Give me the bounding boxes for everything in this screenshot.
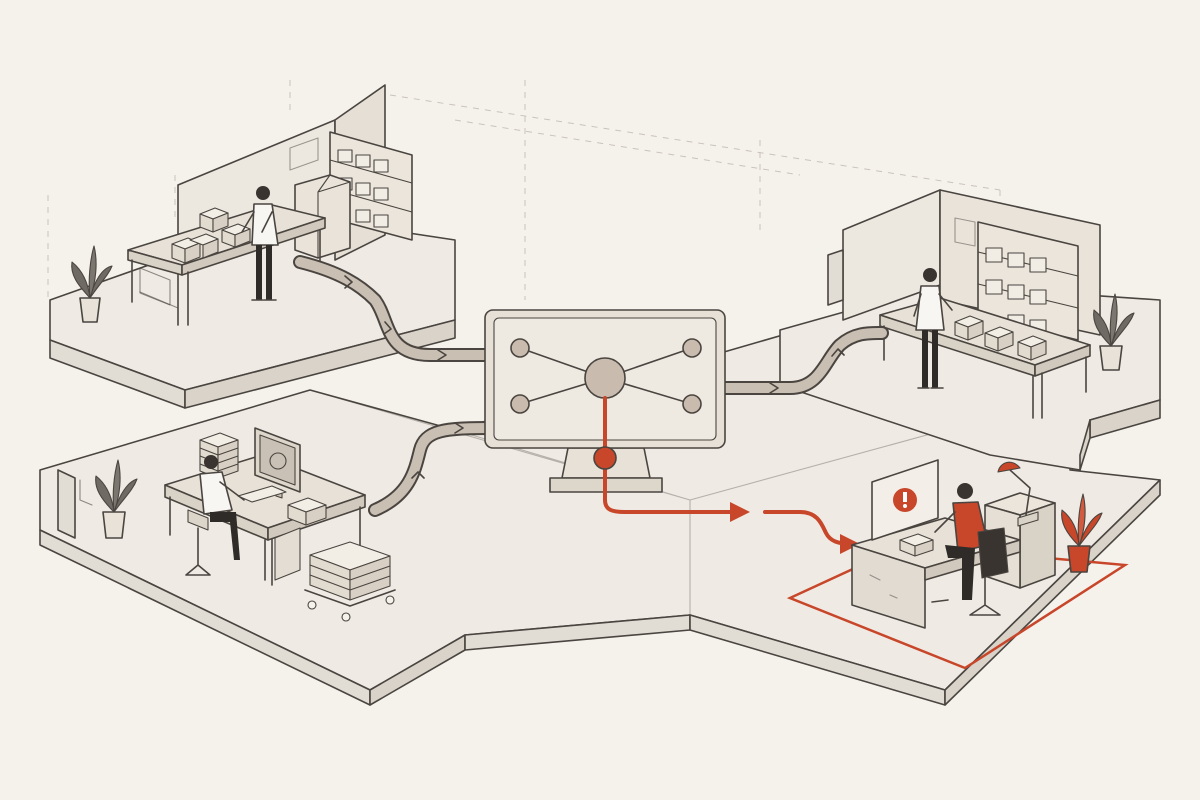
alert-path-segment-2 — [763, 510, 860, 554]
potted-plant-icon — [1061, 493, 1103, 573]
potted-plant-icon — [71, 245, 113, 323]
package-box-icon — [171, 207, 251, 264]
alert-flow — [593, 396, 860, 554]
pipe-packing-top-left-to-hub — [295, 257, 495, 360]
desk-lamp — [997, 461, 1039, 527]
person-icon — [185, 455, 245, 576]
monitor — [237, 427, 301, 503]
potted-plant-icon — [95, 459, 138, 539]
alert-origin-node — [593, 446, 617, 470]
network-hub-icon — [510, 338, 702, 414]
person-icon — [913, 268, 953, 389]
potted-plant-icon — [1093, 293, 1135, 371]
paper-stack — [199, 432, 327, 526]
shelf-unit — [977, 221, 1079, 341]
pipe-hub-to-packing-top-right — [717, 327, 887, 393]
pipe-desk-bottom-left-to-hub — [370, 423, 495, 515]
station-desk-bottom-right — [786, 459, 1129, 670]
station-desk-bottom-left — [57, 427, 396, 622]
alert-monitor — [871, 459, 939, 541]
station-packing-top-left — [71, 84, 413, 326]
storage-cart — [304, 541, 396, 622]
exclamation-alert-icon — [893, 488, 917, 512]
person-icon — [931, 483, 1009, 616]
central-hub — [484, 309, 726, 493]
flow-pipes — [293, 255, 889, 517]
office-chair — [977, 527, 1009, 579]
person-icon — [241, 186, 279, 301]
station-packing-top-right — [827, 189, 1135, 419]
package-box-icon — [954, 315, 1047, 361]
alert-path-segment-1 — [603, 396, 750, 522]
